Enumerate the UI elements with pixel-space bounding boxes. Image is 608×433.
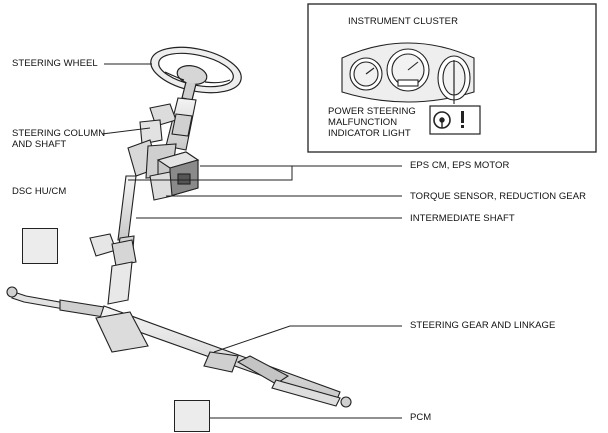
leader-steering-column: [101, 127, 151, 135]
leader-eps: [128, 165, 402, 181]
eps-motor-drawing: [149, 151, 200, 201]
steering-column-drawing: [127, 97, 197, 179]
pcm-module-box: [174, 400, 210, 432]
label-dsc: DSC HU/CM: [12, 186, 67, 197]
dsc-module-box: [22, 228, 58, 264]
label-steering-wheel: STEERING WHEEL: [12, 58, 98, 69]
leader-lines: [101, 63, 402, 419]
gear-bracket-drawing: [89, 233, 137, 305]
leader-gear: [213, 325, 402, 353]
label-gear: STEERING GEAR AND LINKAGE: [410, 320, 556, 331]
label-pcm: PCM: [410, 412, 432, 423]
label-eps: EPS CM, EPS MOTOR: [410, 160, 510, 171]
label-intermediate: INTERMEDIATE SHAFT: [410, 213, 515, 224]
label-torque: TORQUE SENSOR, REDUCTION GEAR: [410, 191, 586, 202]
indicator-caption-line-2: MALFUNCTION: [328, 117, 398, 128]
indicator-caption-line-1: POWER STEERING: [328, 106, 416, 117]
label-steering-column-line-2: AND SHAFT: [12, 139, 67, 150]
steering-wheel-drawing: [150, 46, 242, 101]
label-steering-column-line-1: STEERING COLUMN: [12, 128, 106, 139]
indicator-caption-line-3: INDICATOR LIGHT: [328, 128, 411, 139]
instrument-cluster-title: INSTRUMENT CLUSTER: [348, 16, 458, 27]
steering-wheel-exclamation-icon: [429, 105, 481, 135]
steering-rack-drawing: [6, 286, 352, 408]
